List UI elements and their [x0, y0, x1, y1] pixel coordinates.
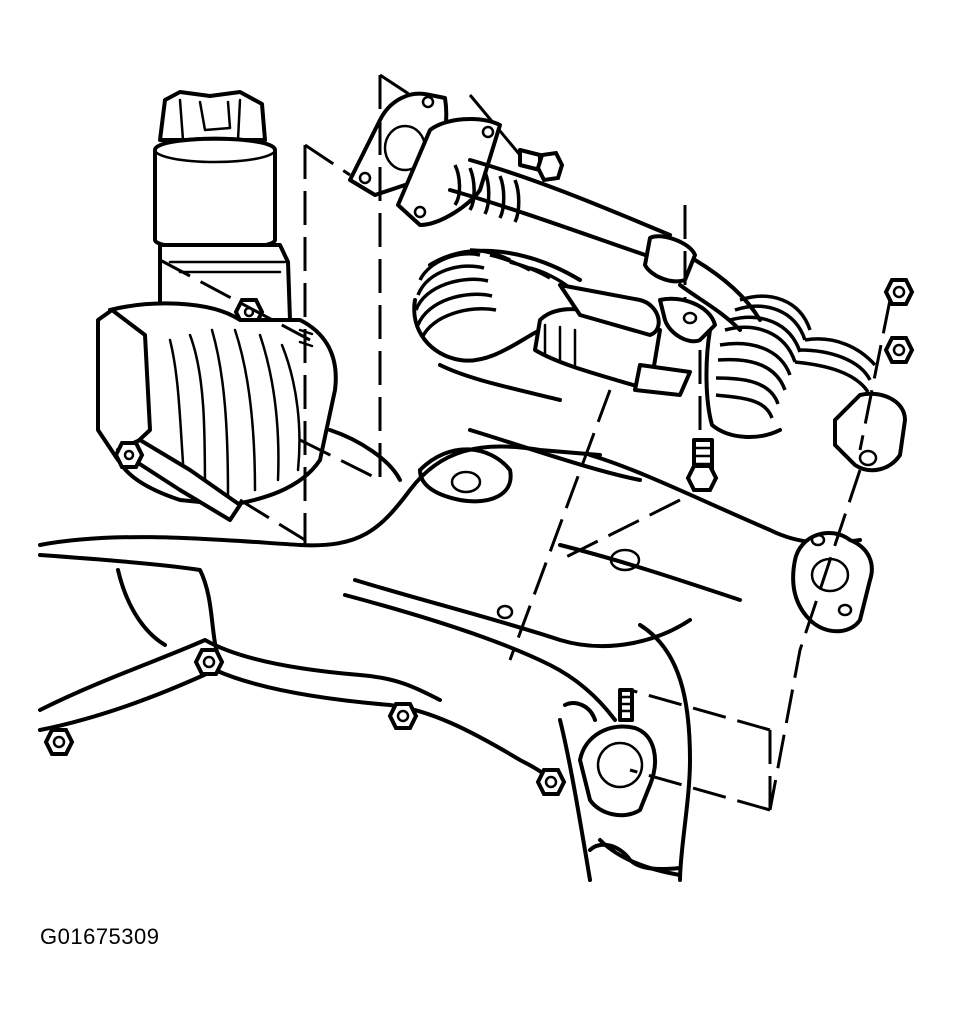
hex-nut	[387, 702, 419, 730]
egr-valve	[96, 90, 338, 522]
hex-nut	[193, 648, 225, 676]
manifold-nuts	[43, 648, 567, 796]
hex-nut	[883, 336, 915, 364]
hex-nut	[535, 768, 567, 796]
bolt	[685, 438, 719, 492]
figure-code: G01675309	[40, 924, 160, 949]
hex-nut	[43, 728, 75, 756]
bolt	[518, 148, 565, 183]
hex-nut	[883, 278, 915, 306]
lower-gasket	[791, 530, 874, 634]
stud	[618, 688, 634, 722]
egr-pipe	[396, 117, 907, 473]
exhaust-port	[563, 701, 682, 871]
assembly-guide-lines	[159, 73, 892, 812]
valve-flange-nut	[113, 441, 145, 469]
